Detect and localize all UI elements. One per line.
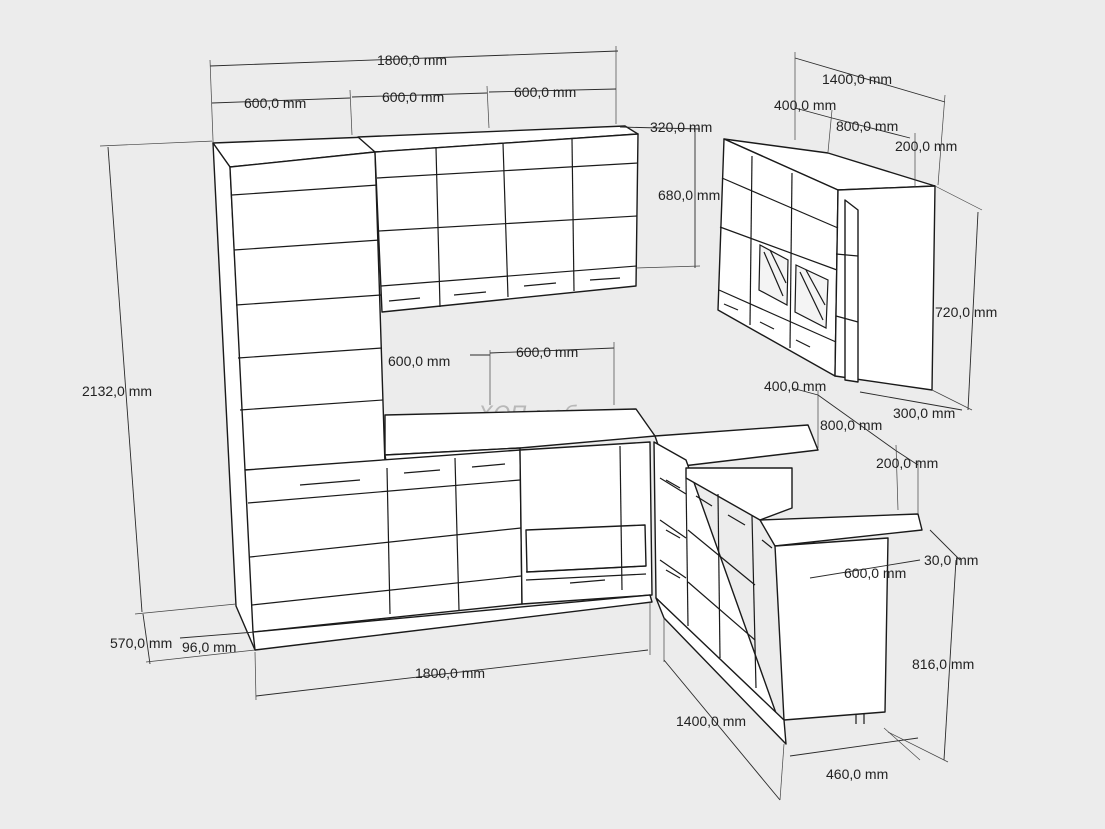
dim-top-total: 1800,0 mm bbox=[377, 52, 447, 68]
dim-upper-height: 680,0 mm bbox=[658, 187, 720, 203]
lower-cabinets bbox=[244, 441, 653, 651]
dim-plinth: 96,0 mm bbox=[182, 639, 236, 655]
dim-right-upper-depth: 300,0 mm bbox=[893, 405, 955, 421]
dim-bottom-width: 1800,0 mm bbox=[415, 665, 485, 681]
dim-mid-right-a: 400,0 mm bbox=[764, 378, 826, 394]
upper-cabinets bbox=[357, 125, 639, 313]
dim-bar-thickness: 30,0 mm bbox=[924, 552, 978, 568]
right-base-run bbox=[653, 441, 923, 745]
dim-mid-seg-2: 600,0 mm bbox=[516, 344, 578, 360]
dim-top-seg-2: 600,0 mm bbox=[382, 89, 444, 105]
dim-right-upper-height: 720,0 mm bbox=[935, 304, 997, 320]
dim-tall-depth: 570,0 mm bbox=[110, 635, 172, 651]
dim-right-seg-b: 800,0 mm bbox=[836, 118, 898, 134]
dim-base-height: 816,0 mm bbox=[912, 656, 974, 672]
dim-top-seg-3: 600,0 mm bbox=[514, 84, 576, 100]
dim-total-height: 2132,0 mm bbox=[82, 383, 152, 399]
dimension-labels: 1800,0 mm 600,0 mm 600,0 mm 600,0 mm 320… bbox=[82, 52, 997, 782]
tall-column bbox=[212, 136, 386, 651]
dim-mid-seg-1: 600,0 mm bbox=[388, 353, 450, 369]
dim-mid-right-b: 800,0 mm bbox=[820, 417, 882, 433]
right-upper-cabinets bbox=[717, 138, 936, 391]
dimension-lines bbox=[99, 46, 983, 801]
dim-upper-depth: 320,0 mm bbox=[650, 119, 712, 135]
dim-side-depth: 460,0 mm bbox=[826, 766, 888, 782]
dim-right-seg-c: 200,0 mm bbox=[895, 138, 957, 154]
dim-mid-right-c: 200,0 mm bbox=[876, 455, 938, 471]
dim-top-seg-1: 600,0 mm bbox=[244, 95, 306, 111]
dim-side-length: 1400,0 mm bbox=[676, 713, 746, 729]
dim-bar-width: 600,0 mm bbox=[844, 565, 906, 581]
dim-right-seg-a: 400,0 mm bbox=[774, 97, 836, 113]
dim-right-total: 1400,0 mm bbox=[822, 71, 892, 87]
